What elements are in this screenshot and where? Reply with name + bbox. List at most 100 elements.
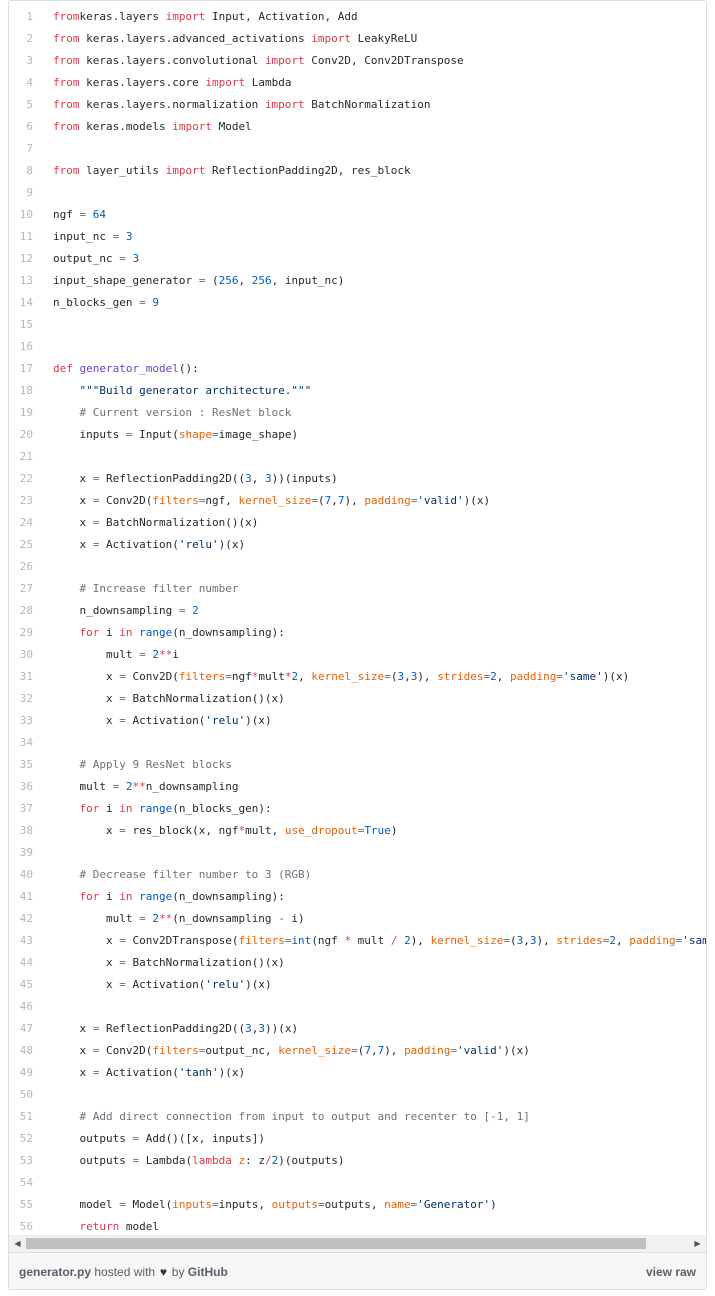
code-token: Activation( [125,978,206,991]
scrollbar-thumb[interactable] [26,1238,646,1249]
line-number[interactable]: 48 [19,1044,33,1057]
line-number[interactable]: 50 [19,1088,33,1101]
code-token: outputs [53,1154,133,1167]
line-number[interactable]: 47 [19,1022,33,1035]
line-number[interactable]: 6 [26,120,33,133]
line-number[interactable]: 1 [26,10,33,23]
line-number[interactable]: 44 [19,956,33,969]
line-number[interactable]: 52 [19,1132,33,1145]
line-number[interactable]: 49 [19,1066,33,1079]
line-number[interactable]: 8 [26,164,33,177]
line-number[interactable]: 46 [19,1000,33,1013]
line-number[interactable]: 36 [19,780,33,793]
code-text: n_blocks_gen = 9 [53,292,159,314]
line-number[interactable]: 25 [19,538,33,551]
line-number[interactable]: 45 [19,978,33,991]
line-number[interactable]: 19 [19,406,33,419]
line-number[interactable]: 33 [19,714,33,727]
code-token: outputs [271,1198,318,1211]
code-text: # Increase filter number [53,578,239,600]
arrow-left-icon[interactable]: ◀ [14,1239,21,1248]
code-token: 256 [251,274,272,287]
line-number[interactable]: 16 [19,340,33,353]
code-token: mult [258,670,285,683]
line-number[interactable]: 32 [19,692,33,705]
line-number[interactable]: 27 [19,582,33,595]
heart-icon: ♥ [159,1265,167,1279]
line-number[interactable]: 26 [19,560,33,573]
line-number[interactable]: 41 [19,890,33,903]
line-number[interactable]: 42 [19,912,33,925]
line-number[interactable]: 31 [19,670,33,683]
code-text: x = Conv2D(filters=output_nc, kernel_siz… [53,1040,529,1062]
line-number[interactable]: 39 [19,846,33,859]
line-number[interactable]: 7 [26,142,33,155]
line-number[interactable]: 2 [26,32,33,45]
line-number[interactable]: 38 [19,824,33,837]
code-token: 2 [490,670,497,683]
code-token: = [79,208,87,221]
code-token: padding [510,670,557,683]
horizontal-scrollbar[interactable]: ◀ ▶ [9,1235,706,1252]
line-number[interactable]: 54 [19,1176,33,1189]
line-number[interactable]: 10 [19,208,33,221]
code-token: i [99,802,120,815]
line-number[interactable]: 40 [19,868,33,881]
arrow-right-icon[interactable]: ▶ [694,1239,701,1248]
code-token: 3 [410,670,418,683]
code-token [119,780,126,793]
line-number[interactable]: 11 [19,230,33,243]
line-number[interactable]: 22 [19,472,33,485]
line-number[interactable]: 30 [19,648,33,661]
code-line: 9 [9,182,706,204]
code-line: 33 x = Activation('relu')(x) [9,710,706,732]
code-token: = [92,1022,100,1035]
line-number[interactable]: 12 [19,252,33,265]
code-token: ), [417,670,438,683]
github-link[interactable]: GitHub [187,1265,228,1279]
code-token: 3 [529,934,537,947]
code-token: 3 [132,252,140,265]
code-token [53,890,80,903]
line-number[interactable]: 24 [19,516,33,529]
code-token: 'relu' [178,538,219,551]
line-number[interactable]: 28 [19,604,33,617]
line-number[interactable]: 53 [19,1154,33,1167]
line-number[interactable]: 55 [19,1198,33,1211]
line-number[interactable]: 56 [19,1220,33,1233]
code-token: = [132,1154,140,1167]
line-number[interactable]: 20 [19,428,33,441]
line-number[interactable]: 13 [19,274,33,287]
code-token: * [284,670,292,683]
code-token: 2 [271,1154,279,1167]
code-line: 53 outputs = Lambda(lambda z: z/2)(outpu… [9,1150,706,1172]
line-number[interactable]: 15 [19,318,33,331]
code-token: = [317,1198,325,1211]
code-token: name [384,1198,411,1211]
line-number[interactable]: 34 [19,736,33,749]
line-number[interactable]: 3 [26,54,33,67]
code-token: 3 [264,472,272,485]
line-number[interactable]: 9 [26,186,33,199]
code-token: from [53,32,80,45]
code-token: 2 [152,912,159,925]
code-line: 41 for i in range(n_downsampling): [9,886,706,908]
line-number[interactable]: 35 [19,758,33,771]
code-token: from [53,76,80,89]
line-number[interactable]: 4 [26,76,33,89]
file-link[interactable]: generator.py [19,1265,92,1279]
code-text: outputs = Add()([x, inputs]) [53,1128,264,1150]
code-token: return [79,1220,120,1233]
line-number[interactable]: 37 [19,802,33,815]
line-number[interactable]: 5 [26,98,33,111]
line-number[interactable]: 23 [19,494,33,507]
line-number[interactable]: 43 [19,934,33,947]
line-number[interactable]: 29 [19,626,33,639]
line-number[interactable]: 21 [19,450,33,463]
line-number[interactable]: 17 [19,362,33,375]
line-number[interactable]: 18 [19,384,33,397]
line-number[interactable]: 14 [19,296,33,309]
view-raw-link[interactable]: view raw [645,1265,696,1279]
line-number[interactable]: 51 [19,1110,33,1123]
gist-footer: generator.py hosted with ♥ by GitHub vie… [9,1252,706,1289]
